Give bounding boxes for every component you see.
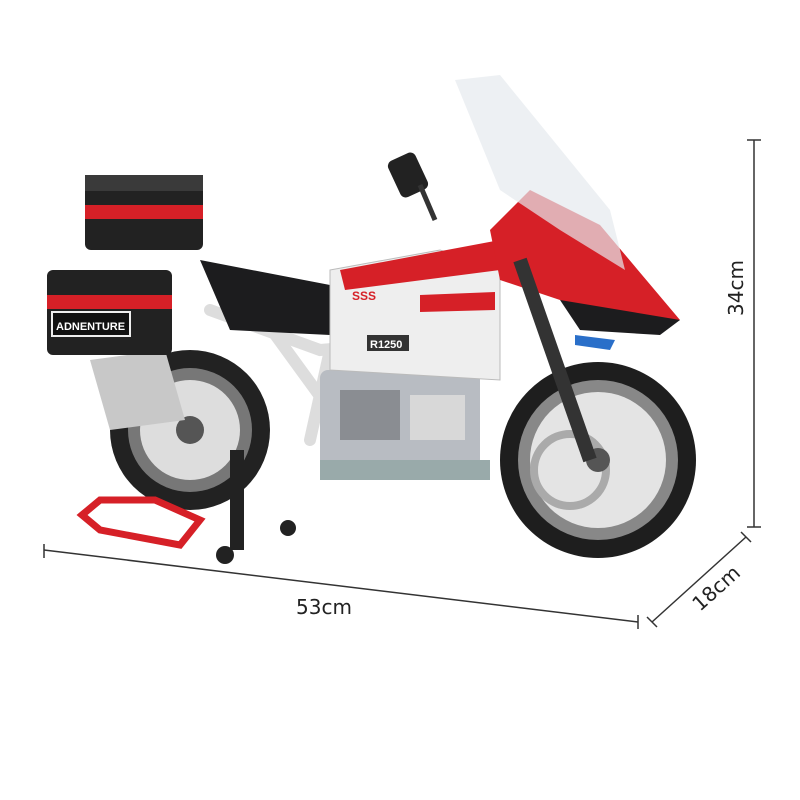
front-wheel [500,362,696,558]
height-dimension [747,139,761,528]
tank: SSS R1250 [329,240,501,381]
mirror [387,152,438,221]
top-case [85,175,203,250]
pannier: ADNENTURE [47,270,172,355]
seat [200,260,330,335]
width-label: 18cm [687,560,745,615]
paddock-stand [76,450,296,564]
front-fairing [490,190,680,350]
length-dimension [43,544,639,629]
width-dimension [646,531,752,628]
length-label: 53cm [296,595,352,619]
tank-label: SSS [352,289,376,303]
front-fork [513,257,597,463]
height-label: 34cm [724,260,748,316]
windscreen [455,75,625,270]
exhaust [90,350,185,430]
pannier-label: ADNENTURE [56,321,125,333]
engine [320,370,490,480]
engine-label: R1250 [370,339,402,351]
